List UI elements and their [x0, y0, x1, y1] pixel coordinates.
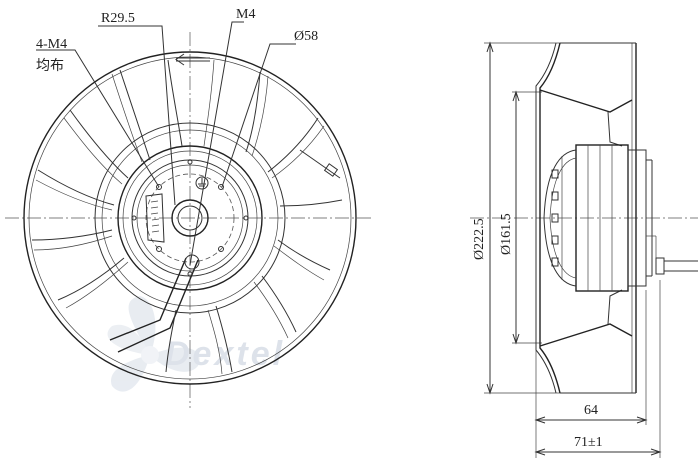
inlet-ring [535, 42, 561, 394]
blade [271, 125, 325, 179]
label-depth-body: 64 [584, 403, 598, 418]
impeller-outer-ring-inner [28, 56, 352, 380]
blade [207, 309, 223, 375]
label-diameter: Ø58 [294, 29, 318, 44]
bolt-hole [156, 246, 162, 252]
ground-symbol [195, 176, 209, 190]
motor-body [543, 144, 653, 292]
blade [57, 257, 125, 301]
watermark-fan-logo [107, 296, 200, 392]
blade [37, 169, 115, 206]
label-outer-diameter: Ø222.5 [472, 218, 487, 260]
motor-outer-circle-inner [122, 150, 258, 286]
bolt-hole [218, 246, 224, 252]
blade [33, 235, 113, 251]
blade [65, 261, 129, 309]
impeller-hub-ring [94, 122, 286, 314]
leader-thread [189, 21, 244, 266]
leader-holes [36, 49, 160, 188]
blade [203, 59, 215, 147]
side-view: Ø222.5 Ø161.5 [470, 41, 698, 458]
rotation-arrow [175, 53, 210, 66]
bolt-hole [156, 184, 162, 190]
blade [253, 281, 289, 339]
blade [261, 275, 297, 333]
label-radius: R29.5 [101, 11, 135, 26]
label-holes-cn: 均布 [36, 58, 64, 74]
leader-radius [98, 25, 176, 206]
blade [31, 229, 113, 241]
impeller-outer-ring [23, 51, 357, 385]
mount-hole [187, 159, 193, 165]
blade [251, 75, 269, 157]
bolt-hole [218, 184, 224, 190]
bolt-holes [131, 159, 249, 277]
blade [215, 305, 233, 373]
motor-plate-circle-inner [136, 164, 244, 272]
label-holes: 4-M4 [36, 37, 67, 52]
blade [69, 109, 129, 179]
balance-clip [299, 149, 341, 179]
blade [165, 309, 177, 373]
impeller-shroud [539, 42, 637, 394]
leader-lines [36, 21, 296, 266]
blade [267, 117, 319, 173]
motor-rating-label [145, 193, 165, 243]
impeller-blades [31, 59, 343, 375]
label-inner-diameter: Ø161.5 [499, 213, 514, 255]
shaft-outer-circle [171, 199, 209, 237]
impeller-hub-ring-inner [101, 129, 279, 307]
blade [119, 69, 151, 161]
label-thread: M4 [236, 7, 255, 22]
blade [167, 59, 183, 147]
leader-diameter [221, 43, 296, 188]
mount-hole [243, 215, 249, 221]
label-depth-total: 71±1 [574, 435, 603, 450]
blade [279, 199, 343, 207]
front-view: 4-M4 均布 R29.5 M4 Ø58 [5, 7, 372, 408]
blade [35, 179, 113, 211]
bolt-circle [145, 173, 235, 263]
mount-hole [131, 215, 137, 221]
motor-outer-circle [117, 145, 263, 291]
blade [245, 71, 261, 153]
blade [277, 239, 331, 271]
blade [273, 245, 325, 281]
shaft-inner-circle [177, 205, 203, 231]
side-cable [646, 235, 698, 275]
blade [63, 117, 123, 185]
